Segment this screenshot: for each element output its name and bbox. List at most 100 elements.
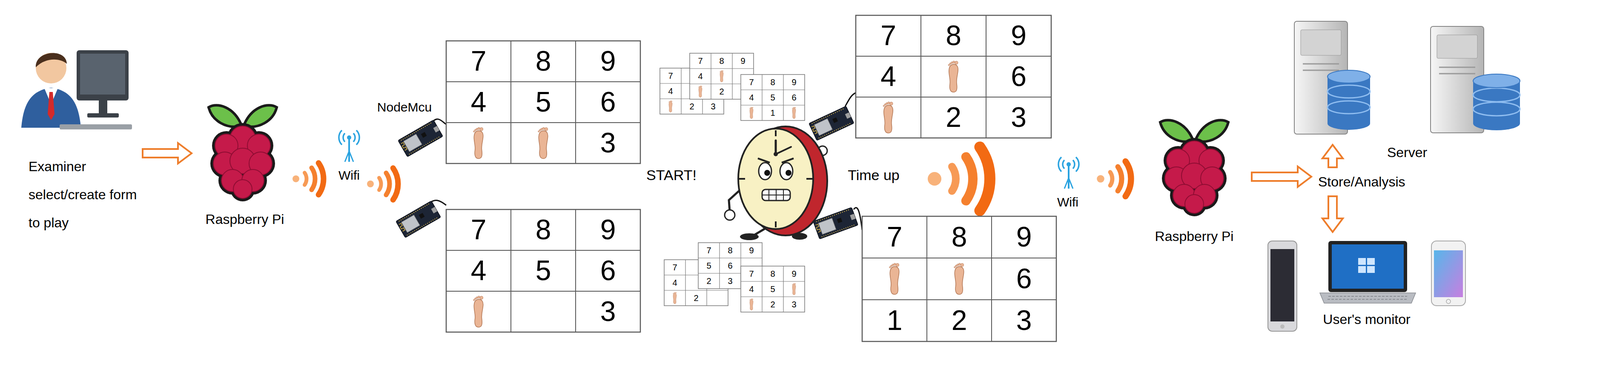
grid-line xyxy=(446,249,641,251)
grid-line xyxy=(761,266,763,313)
thumbnail-cell-number: 2 xyxy=(770,299,775,310)
thumbnail-cell-number: 7 xyxy=(706,245,712,256)
user-devices-icon xyxy=(1280,324,1285,329)
running-clock xyxy=(739,233,759,241)
grid-frame xyxy=(855,15,1052,138)
user-devices-icon xyxy=(1327,298,1408,300)
signal-waves xyxy=(927,146,990,211)
thumbnail-cell-number: 3 xyxy=(710,101,716,112)
thumbnail-cell-number: 3 xyxy=(727,276,733,287)
examiner-icon xyxy=(35,53,67,68)
grid-cell-number: 5 xyxy=(535,86,552,119)
grid-frame xyxy=(740,74,805,121)
thumbnail-cell-number: 3 xyxy=(791,299,797,310)
grid-cell-number: 7 xyxy=(470,213,487,247)
grid-line xyxy=(731,53,733,100)
foot-icon xyxy=(889,263,900,295)
grid-line xyxy=(685,259,686,306)
thumbnail-cell-number: 7 xyxy=(748,77,754,88)
running-clock xyxy=(768,189,770,201)
text-holder: User's monitor xyxy=(1264,310,1469,328)
user-devices-icon xyxy=(1367,266,1375,273)
grid-layer xyxy=(446,15,1057,342)
server-icon xyxy=(1473,116,1520,131)
text-holder: Store/Analysis xyxy=(1318,173,1406,191)
foot-icon xyxy=(791,283,796,295)
grid-thumbnail xyxy=(740,266,805,313)
grid-line xyxy=(855,96,1052,98)
foot-icon xyxy=(719,70,723,82)
number-grid xyxy=(855,15,1052,138)
number-grid xyxy=(862,216,1057,342)
server-icon xyxy=(1294,21,1520,135)
signal-waves xyxy=(292,163,324,195)
thumbnail-cell-number: 7 xyxy=(668,71,673,81)
server-icon xyxy=(1327,117,1371,130)
foot-icon xyxy=(473,295,484,327)
server-icon xyxy=(1473,88,1520,102)
server-icon xyxy=(1300,29,1342,56)
foot-icon xyxy=(749,298,753,310)
process-label: Store/Analysis xyxy=(1315,171,1408,193)
thumbnail-cell-number: 5 xyxy=(770,92,775,103)
examiner-icon xyxy=(98,100,108,114)
grid-line xyxy=(782,266,784,313)
foot-icon xyxy=(668,100,672,112)
grid-cell-number: 4 xyxy=(880,60,897,93)
user-devices-node: User's monitor xyxy=(1264,236,1469,328)
running-clock xyxy=(782,189,784,201)
thumbnail-cell-number: 2 xyxy=(719,86,724,97)
grid-cell-number: 6 xyxy=(600,254,617,287)
examiner-icon xyxy=(47,91,55,121)
text-holder: Server xyxy=(1290,143,1525,161)
grid-cell-number: 9 xyxy=(600,45,617,78)
grid-cell-number: 3 xyxy=(600,295,617,328)
thumbnail-cell-number: 7 xyxy=(672,262,677,273)
nodemcu-board xyxy=(808,106,855,141)
raspberry-pi-logo xyxy=(1160,120,1229,217)
running-clock xyxy=(738,128,814,230)
running-clock xyxy=(779,162,793,180)
server-icon xyxy=(1436,34,1478,59)
text-holder: Raspberry Pi xyxy=(1141,227,1248,245)
status-label: START! xyxy=(646,166,697,184)
running-clock xyxy=(739,177,746,180)
running-clock xyxy=(764,169,771,176)
examiner-icon xyxy=(80,53,126,95)
thumbnail-cell-number: 4 xyxy=(672,278,677,288)
foot-icon xyxy=(473,127,484,159)
thumbnail-cell-number: 2 xyxy=(693,293,699,304)
foot-icon xyxy=(698,85,702,98)
grid-cell-number: 4 xyxy=(470,254,487,287)
raspberry-pi-node: Raspberry Pi xyxy=(1141,108,1248,245)
running-clock xyxy=(774,221,777,228)
grid-line xyxy=(862,299,1057,301)
running-clock xyxy=(773,151,778,157)
raspberry-pi-node: Raspberry Pi xyxy=(195,95,294,228)
grid-line xyxy=(719,242,720,289)
server-icon xyxy=(1327,100,1371,114)
thumbnail-cell-number: 8 xyxy=(770,269,775,279)
server-icon xyxy=(1327,70,1371,84)
nodemcu-wires xyxy=(845,92,856,107)
server-icon xyxy=(1473,74,1520,88)
thumbnail-cell-number: 9 xyxy=(791,77,797,88)
thumbnail-cell-number: 8 xyxy=(719,56,724,66)
server-icon xyxy=(1327,85,1371,98)
grid-cell-number: 8 xyxy=(535,45,552,78)
server-icon xyxy=(1439,66,1476,69)
grid-cell-number: 5 xyxy=(535,254,552,287)
user-devices-icon xyxy=(1358,266,1366,273)
thumbnail-cell-number: 2 xyxy=(706,276,712,287)
foot-icon xyxy=(883,101,893,133)
grid-line xyxy=(446,122,641,124)
text-holder: Raspberry Pi xyxy=(195,210,294,228)
signal-waves xyxy=(367,168,399,201)
grid-cell-number: 3 xyxy=(600,126,617,160)
user-devices-icon xyxy=(1270,249,1295,322)
grid-line xyxy=(926,216,928,342)
raspberry-pi-logo xyxy=(208,105,277,202)
grid-line xyxy=(855,55,1052,57)
node-text: Server xyxy=(1387,143,1428,161)
